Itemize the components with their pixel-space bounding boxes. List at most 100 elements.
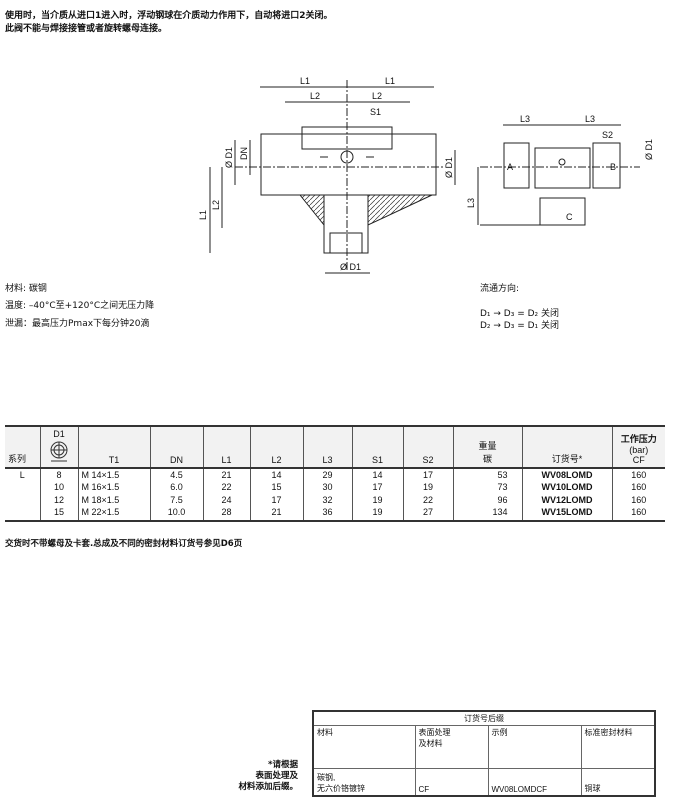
cell-weight: 73 [452,481,522,494]
suffix-material: 碳钢, 无六价铬镀锌 [312,768,416,796]
cell-l3: 29 [302,468,352,481]
cell-t1: M 16×1.5 [77,481,150,494]
cell-dn: 4.5 [149,468,203,481]
intro-line-2: 此阀不能与焊接接管或者旋转螺母连接。 [5,24,168,34]
cell-series: L [19,470,25,480]
col-pressure-cf: CF [632,455,645,465]
col-weight: 重量碳 [452,426,522,469]
cell-dn: 10.0 [149,506,203,522]
suffix-header-material: 材料 [312,725,416,769]
cell-s2: 22 [402,493,453,506]
cell-l3: 32 [302,493,352,506]
suffix-surface: CF [414,768,489,796]
cell-l2: 17 [249,493,303,506]
col-l2: L2 [249,426,303,469]
dim-l1-left: L1 [300,76,310,86]
cell-t1: M 14×1.5 [77,468,150,481]
right-external-view: L3 L3 S2 A B C L3 Ø D1 [466,114,654,226]
cell-l3: 36 [302,506,352,522]
cell-d1: 10 [39,481,78,494]
col-dn: DN [149,426,203,469]
delivery-note: 交货时不带螺母及卡套.总成及不同的密封材料订货号参见D6页 [5,539,243,549]
cell-s1: 14 [351,468,403,481]
technical-drawing: L1 L1 L2 L2 S1 Ø D1 Ø D1 DN Ø D1 L1 L2 L… [198,76,654,274]
footnote-line-3: 材料添加后缀。 [238,782,298,792]
cell-s1: 19 [351,493,403,506]
col-s2: S2 [402,426,453,469]
cell-series [5,494,40,507]
col-weight-unit: 碳 [482,454,492,464]
suffix-table: 订货号后缀 材料 表面处理 及材料 示例 标准密封材料 碳钢, 无六价铬镀锌 C… [312,710,656,797]
cell-order: WV08LOMD [521,468,612,481]
temperature-spec: 温度: –40°C至+120°C之间无压力降 [5,301,155,311]
cell-dn: 6.0 [149,481,203,494]
cell-pressure: 160 [611,506,665,522]
fitting-end-icon [50,441,68,462]
dim-s2: S2 [602,130,613,140]
col-order: 订货号* [521,426,612,469]
footnote-line-1: *请根据 [268,760,298,770]
dim-d1-right: Ø D1 [444,157,454,178]
flow-title: 流通方向: [480,284,520,294]
cell-order: WV15LOMD [521,506,612,522]
cell-dn: 7.5 [149,493,203,506]
col-weight-label: 重量 [478,441,497,451]
col-pressure: 工作压力(bar)CF [611,426,665,469]
left-cross-section: L1 L1 L2 L2 S1 Ø D1 Ø D1 DN Ø D1 L1 L2 [198,76,456,274]
cell-d1: 8 [39,468,78,481]
footnote: *请根据 表面处理及 材料添加后缀。 [200,760,298,793]
suffix-title: 订货号后缀 [312,710,656,726]
suffix-header-example: 示例 [487,725,582,769]
suffix-header-seal: 标准密封材料 [580,725,656,769]
cell-l1: 22 [202,481,250,494]
cell-order: WV12LOMD [521,493,612,506]
cell-s2: 27 [402,506,453,522]
col-l1: L1 [202,426,250,469]
cell-l1: 24 [202,493,250,506]
dim-l1-right: L1 [385,76,395,86]
cell-t1: M 22×1.5 [77,506,150,522]
dim-dn: DN [239,147,249,160]
cell-l2: 14 [249,468,303,481]
dim-d1-bottom: Ø D1 [340,262,361,272]
col-pressure-unit: (bar) [629,445,649,455]
cell-s2: 17 [402,468,453,481]
cell-series [5,481,40,494]
dim-l3-left: L3 [520,114,530,124]
col-d1: D1 [39,426,78,469]
cell-weight: 53 [452,468,522,481]
col-s1: S1 [351,426,403,469]
cell-t1: M 18×1.5 [77,493,150,506]
port-c: C [566,212,573,222]
cell-l1: 28 [202,506,250,522]
suffix-seal: 铜球 [580,768,656,796]
leakage-spec: 泄漏：最高压力Pmax下每分钟20滴 [5,319,150,329]
port-a: A [507,162,513,172]
dim-l2-left: L2 [310,91,320,101]
col-t1: T1 [77,426,150,469]
col-l3: L3 [302,426,352,469]
cell-series [5,506,40,522]
cell-pressure: 160 [611,481,665,494]
footnote-line-2: 表面处理及 [255,771,298,781]
dim-l2-vertical: L2 [211,200,221,210]
cell-weight: 96 [452,493,522,506]
cell-d1: 12 [39,493,78,506]
col-series: 系列 [5,426,40,469]
cell-pressure: 160 [611,493,665,506]
cell-l3: 30 [302,481,352,494]
cell-d1: 15 [39,506,78,522]
cell-l1: 21 [202,468,250,481]
cell-s2: 19 [402,481,453,494]
col-d1-label: D1 [53,429,65,439]
dim-l3-vertical: L3 [466,198,476,208]
dim-l1-vertical: L1 [198,210,208,220]
dim-l2-right: L2 [372,91,382,101]
dim-l3-right: L3 [585,114,595,124]
intro-line-1: 使用时，当介质从进口1进入时，浮动钢球在介质动力作用下，自动将进口2关闭。 [5,11,333,21]
suffix-header-surface: 表面处理 及材料 [414,725,489,769]
